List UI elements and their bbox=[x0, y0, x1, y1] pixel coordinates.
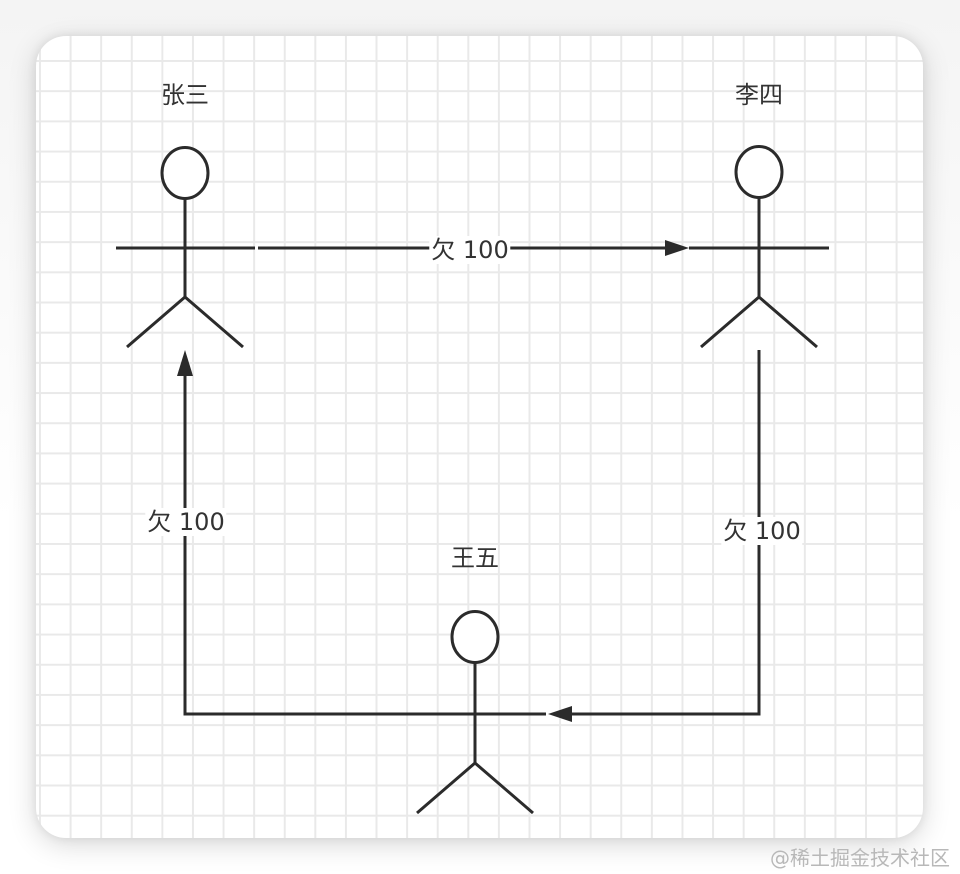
actor-left-leg bbox=[700, 295, 760, 349]
edge-label-wangwu-to-zhangsan: 欠 100 bbox=[145, 508, 227, 536]
actor-wangwu[interactable] bbox=[405, 610, 546, 815]
actor-label-zhangsan: 张三 bbox=[161, 81, 209, 109]
actor-lisi[interactable] bbox=[689, 145, 829, 349]
actor-head-icon bbox=[734, 145, 784, 199]
actor-head-icon bbox=[160, 146, 210, 200]
actor-head-icon bbox=[450, 610, 500, 664]
arrowhead-up-icon bbox=[177, 350, 193, 376]
actor-right-leg bbox=[474, 761, 534, 815]
actor-label-wangwu: 王五 bbox=[451, 544, 499, 572]
actor-right-leg bbox=[184, 295, 244, 349]
arrowhead-left-icon bbox=[548, 706, 572, 722]
watermark: @稀土掘金技术社区 bbox=[770, 846, 950, 870]
arrowhead-right-icon bbox=[665, 240, 689, 256]
edge-wangwu-to-zhangsan[interactable] bbox=[177, 350, 405, 716]
actor-zhangsan[interactable] bbox=[116, 146, 255, 349]
actor-left-leg bbox=[416, 761, 476, 815]
actor-label-lisi: 李四 bbox=[735, 81, 783, 109]
actor-left-leg bbox=[126, 295, 186, 349]
edge-line bbox=[183, 375, 405, 716]
edge-label-zhangsan-to-lisi: 欠 100 bbox=[429, 236, 511, 264]
edge-lisi-to-wangwu[interactable] bbox=[548, 350, 761, 722]
edge-label-lisi-to-wangwu: 欠 100 bbox=[721, 517, 803, 545]
edge-line bbox=[571, 350, 761, 716]
actor-right-leg bbox=[758, 295, 818, 349]
